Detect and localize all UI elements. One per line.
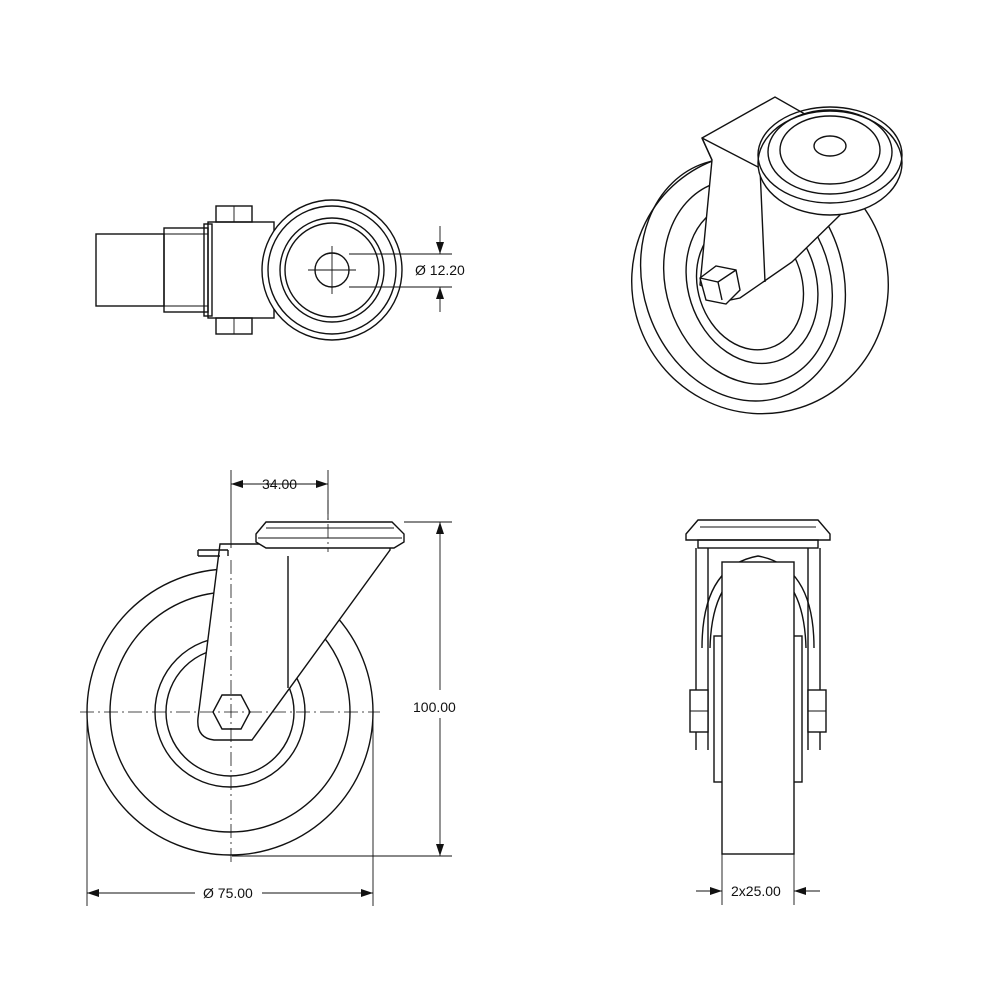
iso-hex-nut — [699, 265, 741, 305]
top-view-fork — [163, 227, 209, 313]
bore-diameter-label: Ø 12.20 — [415, 262, 465, 278]
side-view-plate — [255, 521, 405, 549]
iso-plate-bore — [813, 135, 847, 157]
top-view: Ø 12.20 — [95, 199, 465, 341]
end-view: 2x25.00 — [685, 519, 831, 905]
side-view: 34.00 100.00 Ø 75.00 — [80, 470, 456, 906]
isometric-view — [631, 96, 903, 415]
end-view-plate — [685, 519, 831, 541]
wheel-diameter-label: Ø 75.00 — [203, 885, 253, 901]
iso-plate — [757, 110, 903, 216]
overall-height-label: 100.00 — [413, 699, 456, 715]
offset-label: 34.00 — [262, 476, 297, 492]
end-view-wheel — [721, 561, 795, 855]
top-view-wheel-body — [95, 233, 165, 307]
wheel-width-label: 2x25.00 — [731, 883, 781, 899]
